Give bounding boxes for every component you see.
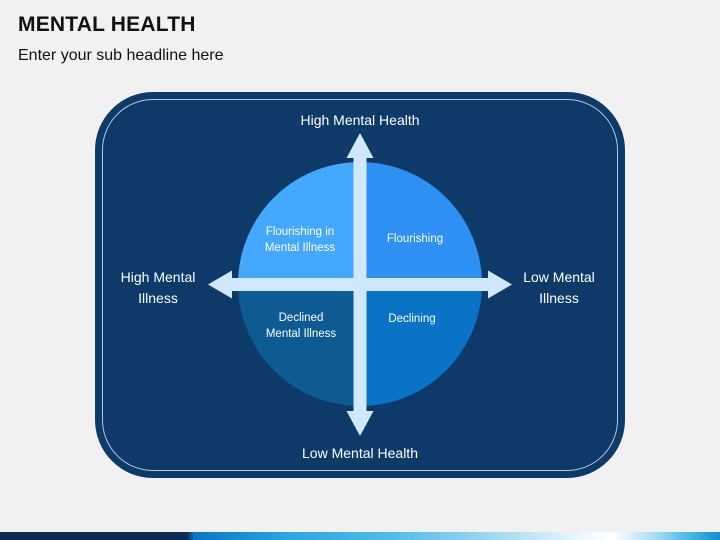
quadrant-label-top-left-line2: Mental Illness xyxy=(264,242,336,254)
arrowhead-right-icon xyxy=(488,270,512,299)
axis-label-left-line2: Illness xyxy=(138,290,178,306)
quadrant-label-bottom-left-line1: Declined xyxy=(278,312,324,324)
footer-gradient-bar xyxy=(0,532,720,540)
quadrant-top-right-shape xyxy=(360,162,482,284)
quadrant-label-top-left: Flourishing in Mental Illness xyxy=(265,224,335,256)
quadrant-label-top-left-line1: Flourishing in xyxy=(265,226,335,238)
quadrant-top-left-shape xyxy=(238,162,360,284)
axis-label-left: High Mental Illness xyxy=(121,267,196,309)
arrowhead-down-icon xyxy=(346,411,374,436)
page-title: MENTAL HEALTH xyxy=(18,13,196,36)
quadrant-label-bottom-left: Declined Mental Illness xyxy=(266,310,336,342)
quadrant-bottom-left-shape xyxy=(238,284,360,406)
page-subtitle: Enter your sub headline here xyxy=(18,47,224,64)
quadrant-label-top-right: Flourishing xyxy=(386,233,444,245)
axis-label-bottom: Low Mental Health xyxy=(302,445,418,461)
arrowhead-up-icon xyxy=(346,133,374,158)
axis-cross-arrows xyxy=(208,133,512,436)
axis-label-left-line1: High Mental xyxy=(120,269,196,285)
arrowhead-left-icon xyxy=(208,270,232,299)
quadrant-label-bottom-right: Declining xyxy=(388,313,436,325)
axis-label-right-line2: Illness xyxy=(539,290,579,306)
quadrant-label-bottom-left-line2: Mental Illness xyxy=(265,328,337,340)
axis-label-right-line1: Low Mental xyxy=(523,269,595,285)
quadrant-bottom-right-shape xyxy=(360,284,482,406)
axis-label-right: Low Mental Illness xyxy=(523,267,595,309)
axis-label-top: High Mental Health xyxy=(300,112,420,128)
